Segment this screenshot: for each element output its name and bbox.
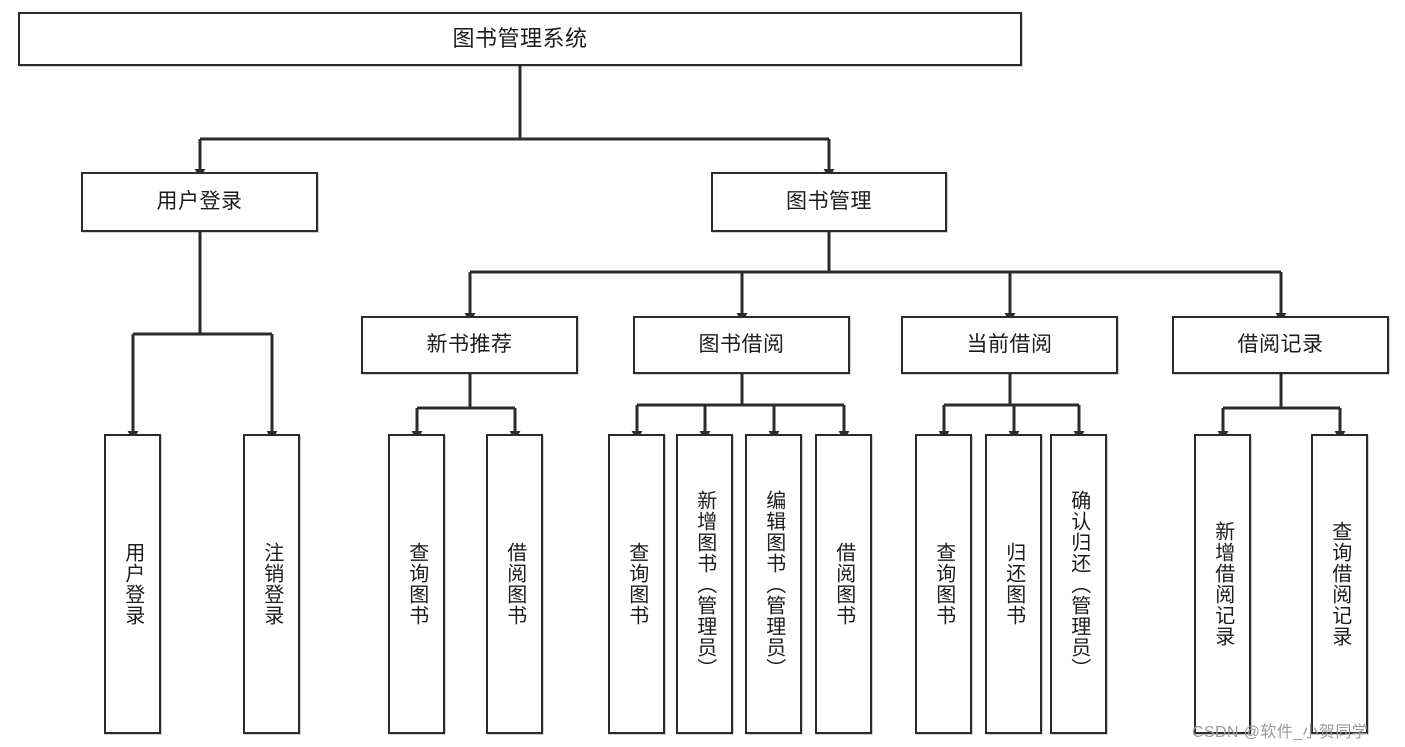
node-leaf-add-book-label: 新增图书（管理员） [693,489,716,679]
node-leaf-edit-book[interactable]: 编辑图书（管理员） [745,434,802,734]
node-book-manage-label: 图书管理 [786,189,872,213]
node-leaf-confirm-return[interactable]: 确认归还（管理员） [1050,434,1107,734]
node-leaf-return-book-label: 归还图书 [1002,542,1025,626]
node-leaf-edit-book-label: 编辑图书（管理员） [762,489,785,679]
node-book-borrow[interactable]: 图书借阅 [633,316,850,374]
node-user-login-label: 用户登录 [156,189,243,213]
node-leaf-query-record[interactable]: 查询借阅记录 [1311,434,1368,734]
node-leaf-query-book-1-label: 查询图书 [405,542,428,626]
node-leaf-borrow-book-1[interactable]: 借阅图书 [486,434,543,734]
node-leaf-query-book-3[interactable]: 查询图书 [915,434,972,734]
node-leaf-query-record-label: 查询借阅记录 [1328,521,1351,647]
node-leaf-query-book-2-label: 查询图书 [625,542,648,626]
node-borrow-record[interactable]: 借阅记录 [1172,316,1389,374]
node-leaf-logout[interactable]: 注销登录 [243,434,300,734]
node-leaf-user-login[interactable]: 用户登录 [104,434,161,734]
node-new-book-rec-label: 新书推荐 [426,332,513,356]
node-user-login[interactable]: 用户登录 [81,172,318,232]
node-leaf-add-record[interactable]: 新增借阅记录 [1194,434,1251,734]
node-leaf-add-book[interactable]: 新增图书（管理员） [676,434,733,734]
node-root-label: 图书管理系统 [452,26,588,52]
node-leaf-logout-label: 注销登录 [260,542,283,626]
node-leaf-user-login-label: 用户登录 [121,542,144,626]
node-leaf-query-book-2[interactable]: 查询图书 [608,434,665,734]
node-new-book-rec[interactable]: 新书推荐 [361,316,578,374]
node-root[interactable]: 图书管理系统 [18,12,1022,66]
node-book-manage[interactable]: 图书管理 [711,172,947,232]
node-current-borrow-label: 当前借阅 [966,332,1053,356]
node-current-borrow[interactable]: 当前借阅 [901,316,1118,374]
node-leaf-return-book[interactable]: 归还图书 [985,434,1042,734]
node-leaf-query-book-1[interactable]: 查询图书 [388,434,445,734]
node-leaf-confirm-return-label: 确认归还（管理员） [1067,489,1090,679]
node-book-borrow-label: 图书借阅 [698,332,785,356]
node-leaf-borrow-book-2-label: 借阅图书 [832,542,855,626]
node-leaf-borrow-book-2[interactable]: 借阅图书 [815,434,872,734]
node-leaf-query-book-3-label: 查询图书 [932,542,955,626]
node-leaf-add-record-label: 新增借阅记录 [1211,521,1234,647]
node-leaf-borrow-book-1-label: 借阅图书 [503,542,526,626]
node-borrow-record-label: 借阅记录 [1237,332,1324,356]
